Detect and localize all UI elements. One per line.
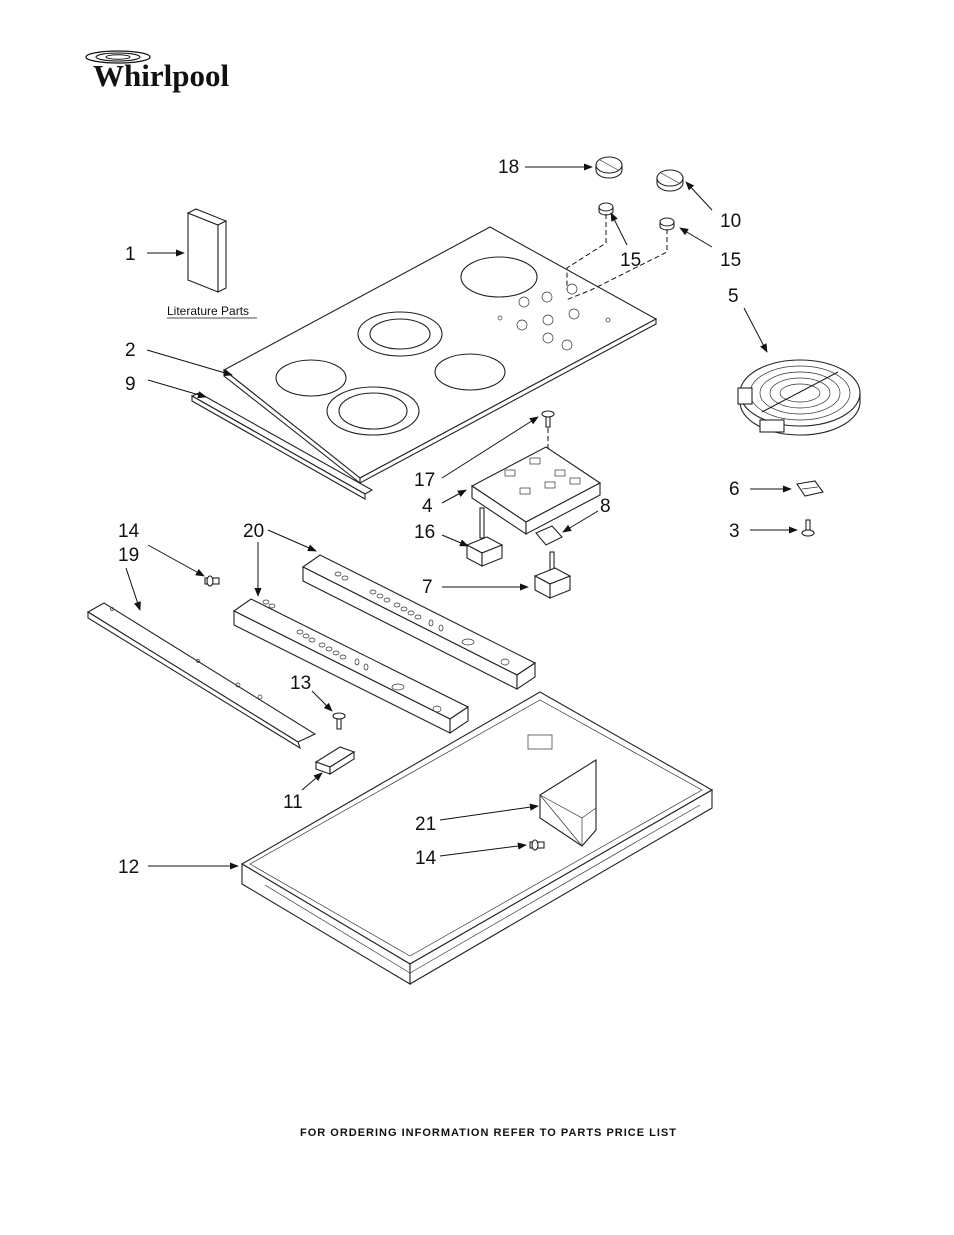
leader-lines xyxy=(125,163,798,870)
knob-alignment-line-b xyxy=(565,229,668,301)
mounting-bracket-8 xyxy=(535,525,563,546)
knob-alignment-line-a xyxy=(566,214,607,290)
element-clip xyxy=(796,480,824,497)
callout-3: 3 xyxy=(729,521,740,542)
callout-15b: 15 xyxy=(720,250,741,271)
callout-11: 11 xyxy=(283,792,303,813)
control-graphics xyxy=(497,283,611,351)
ordering-info-footer: FOR ORDERING INFORMATION REFER TO PARTS … xyxy=(300,1127,677,1139)
screw-14a xyxy=(204,575,220,587)
glass-cooktop xyxy=(223,226,658,485)
knob-spacer-15b xyxy=(659,217,675,231)
control-knob-10 xyxy=(656,169,684,192)
callout-20: 20 xyxy=(243,521,264,542)
callout-15a: 15 xyxy=(620,250,641,271)
callout-numbers: 1 2 9 18 10 15 15 5 6 3 17 4 8 16 7 20 1… xyxy=(118,157,741,878)
bracket-11 xyxy=(314,746,356,775)
callout-7: 7 xyxy=(422,577,433,598)
callout-1: 1 xyxy=(125,244,136,265)
callout-14a: 14 xyxy=(118,521,140,542)
callout-13: 13 xyxy=(290,673,311,694)
control-board xyxy=(470,446,602,536)
control-mount-16 xyxy=(465,507,504,567)
brand-wordmark: Whirlpool xyxy=(93,58,229,93)
callout-5: 5 xyxy=(728,286,739,307)
radiant-surface-element xyxy=(737,359,861,436)
callout-9: 9 xyxy=(125,374,136,395)
callout-4: 4 xyxy=(422,496,433,517)
callout-8: 8 xyxy=(600,496,611,517)
control-knob-18 xyxy=(595,156,623,179)
burner-box xyxy=(240,691,714,985)
control-mount-7 xyxy=(533,551,572,599)
callout-14b: 14 xyxy=(415,848,437,869)
callout-12: 12 xyxy=(118,857,139,878)
callout-6: 6 xyxy=(729,479,740,500)
front-rail xyxy=(86,602,317,750)
whirlpool-logo: Whirlpool xyxy=(85,50,229,93)
box-bracket-21 xyxy=(539,759,597,847)
callout-17: 17 xyxy=(414,470,435,491)
callout-10: 10 xyxy=(720,211,741,232)
side-support-front xyxy=(232,598,470,735)
literature-parts-booklet xyxy=(186,208,228,293)
callout-21: 21 xyxy=(415,814,436,835)
screw-14b xyxy=(529,839,545,851)
screw-3 xyxy=(801,519,815,537)
callout-2: 2 xyxy=(125,340,136,361)
screw-17 xyxy=(541,410,555,428)
literature-parts-label: Literature Parts xyxy=(167,304,249,318)
callout-18: 18 xyxy=(498,157,519,178)
front-trim-strip xyxy=(190,392,374,500)
screw-13 xyxy=(332,712,346,730)
side-support-rear xyxy=(301,554,537,691)
callout-19: 19 xyxy=(118,545,139,566)
callout-16: 16 xyxy=(414,522,435,543)
